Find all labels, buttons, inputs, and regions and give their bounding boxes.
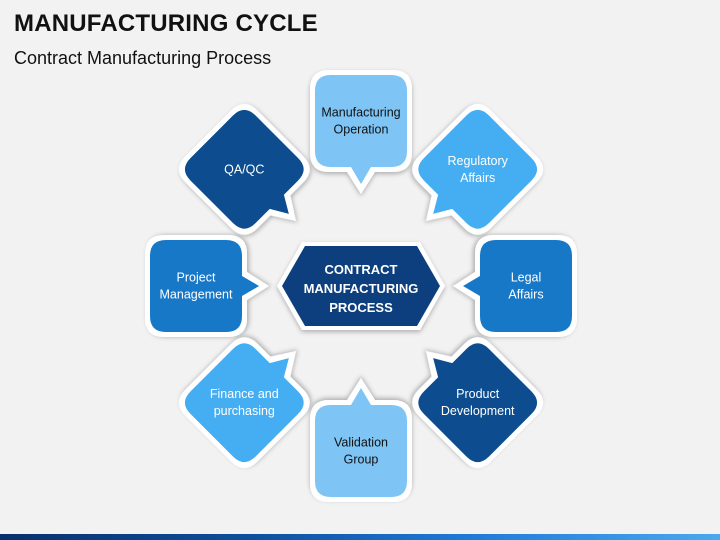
node-label: Product	[456, 387, 500, 401]
node-label: Regulatory	[447, 154, 508, 168]
node-bubble	[184, 109, 304, 229]
node-bubble	[418, 109, 538, 229]
node-bubble	[463, 240, 572, 332]
center-label-line-2: MANUFACTURING	[304, 281, 419, 296]
node-label: Affairs	[460, 171, 495, 185]
page-subtitle: Contract Manufacturing Process	[14, 48, 272, 68]
node-label: Manufacturing	[321, 106, 400, 120]
bottom-accent-bar	[0, 534, 720, 540]
center-label-line-3: PROCESS	[329, 300, 393, 315]
center-label-line-1: CONTRACT	[325, 262, 398, 277]
node-bubble	[418, 343, 538, 463]
cycle-nodes: ManufacturingOperationRegulatoryAffairsL…	[145, 70, 577, 502]
node-finance-and-purchasing: Finance and purchasing	[178, 337, 310, 469]
node-label: Affairs	[508, 288, 543, 302]
node-bubble	[184, 343, 304, 463]
node-qa-qc: QA/QC	[178, 103, 310, 235]
center-hexagon: CONTRACT MANUFACTURING PROCESS	[277, 242, 445, 330]
node-label: Group	[344, 453, 379, 467]
node-label: Development	[441, 404, 515, 418]
node-bubble	[315, 388, 407, 497]
node-bubble	[315, 75, 407, 184]
node-label: QA/QC	[224, 162, 264, 176]
page-title: MANUFACTURING CYCLE	[14, 10, 318, 37]
node-label: Project	[177, 271, 216, 285]
node-label: Legal	[511, 271, 542, 285]
node-label: purchasing	[214, 404, 275, 418]
node-bubble	[150, 240, 259, 332]
node-label: Management	[160, 288, 233, 302]
node-label: Finance and	[210, 387, 279, 401]
node-label: Operation	[334, 123, 389, 137]
node-label: Validation	[334, 436, 388, 450]
